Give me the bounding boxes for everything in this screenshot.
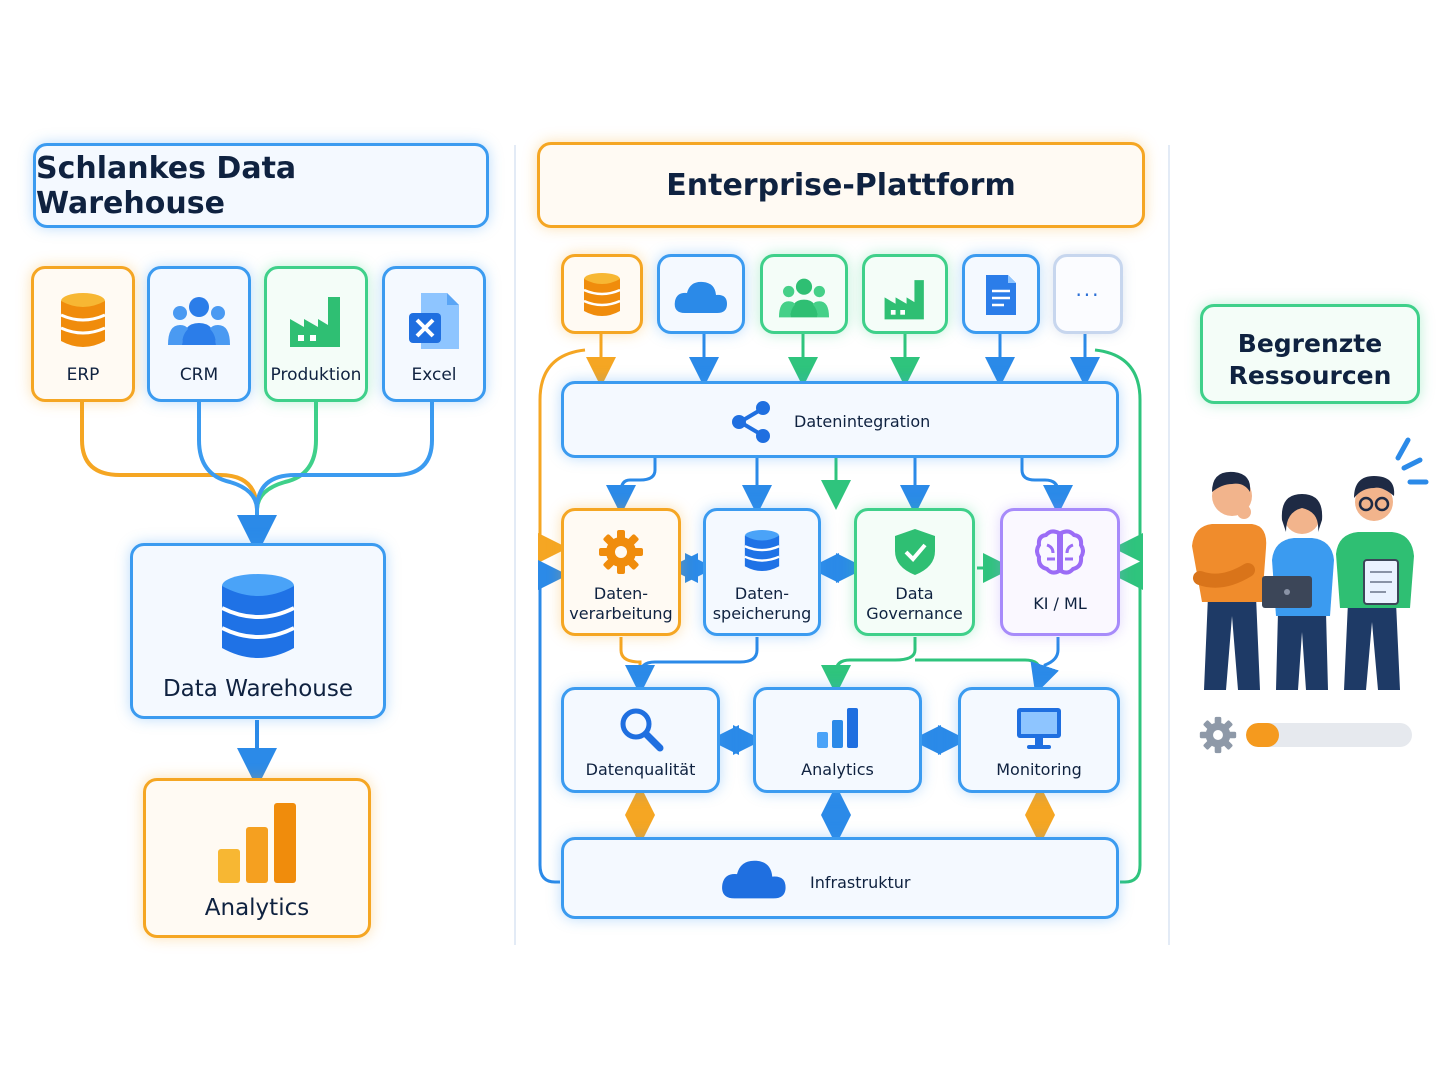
- datenverarbeitung-box[interactable]: Daten- verarbeitung: [561, 508, 681, 636]
- share-icon: [732, 401, 770, 443]
- source-erp[interactable]: ERP: [31, 266, 135, 402]
- source-document[interactable]: [962, 254, 1040, 334]
- gear-icon: [599, 530, 643, 574]
- database-icon: [744, 530, 780, 571]
- database-icon: [60, 293, 106, 347]
- ressourcen-title-2: Ressourcen: [1228, 361, 1392, 390]
- more-icon: ···: [1075, 283, 1101, 307]
- factory-icon: [290, 297, 340, 347]
- source-cloud[interactable]: [657, 254, 745, 334]
- bar-chart-icon: [816, 708, 858, 748]
- infrastruktur-label: Infrastruktur: [810, 873, 911, 892]
- monitor-icon: [1017, 708, 1061, 749]
- infrastruktur-box[interactable]: Infrastruktur: [561, 837, 1119, 919]
- gear-icon: [1199, 716, 1237, 754]
- source-crm[interactable]: CRM: [147, 266, 251, 402]
- datenqualitaet-label: Datenqualität: [585, 760, 696, 779]
- datenspeicherung-label-2: speicherung: [712, 604, 812, 623]
- lean-dwh-title-box: Schlankes Data Warehouse: [33, 143, 489, 228]
- begrenzte-ressourcen-box: Begrenzte Ressourcen: [1200, 304, 1420, 404]
- factory-icon: [884, 280, 924, 320]
- bar-chart-icon: [218, 803, 296, 883]
- person-laptop: [1262, 494, 1334, 690]
- datenintegration-label: Datenintegration: [794, 412, 931, 431]
- analytics-box-middle[interactable]: Analytics: [753, 687, 922, 793]
- team-illustration: [1192, 437, 1429, 690]
- source-erp-label: ERP: [66, 365, 100, 385]
- source-excel-label: Excel: [411, 365, 457, 385]
- users-icon: [778, 278, 830, 318]
- source-produktion[interactable]: Produktion: [264, 266, 368, 402]
- source-more[interactable]: ···: [1053, 254, 1123, 334]
- source-produktion-label: Produktion: [270, 365, 362, 385]
- enterprise-title: Enterprise-Plattform: [666, 167, 1016, 203]
- person-thinking: [1192, 471, 1267, 690]
- lean-dwh-title: Schlankes Data Warehouse: [36, 150, 297, 221]
- datenverarbeitung-label-1: Daten-: [593, 584, 649, 603]
- analytics-label-left: Analytics: [204, 895, 310, 921]
- search-icon: [620, 708, 663, 752]
- ki-ml-box[interactable]: KI / ML: [1000, 508, 1120, 636]
- data-warehouse-label: Data Warehouse: [162, 676, 354, 702]
- datenintegration-box[interactable]: Datenintegration: [561, 381, 1119, 458]
- person-clipboard: [1336, 476, 1414, 690]
- datenverarbeitung-label-2: verarbeitung: [569, 604, 673, 623]
- datenspeicherung-label-1: Daten-: [734, 584, 790, 603]
- analytics-box-left[interactable]: Analytics: [143, 778, 371, 938]
- database-icon: [221, 574, 295, 658]
- document-icon: [986, 275, 1016, 315]
- cloud-icon: [722, 860, 786, 899]
- divider-right: [1168, 145, 1170, 945]
- data-warehouse-box[interactable]: Data Warehouse: [130, 543, 386, 719]
- excel-icon: [409, 293, 459, 349]
- resource-progress-fill: [1246, 723, 1280, 747]
- ki-ml-label: KI / ML: [1033, 594, 1087, 613]
- database-icon: [583, 273, 621, 316]
- users-icon: [168, 297, 230, 345]
- resource-progress-bar: [1246, 723, 1412, 747]
- analytics-label-middle: Analytics: [801, 760, 874, 779]
- source-database[interactable]: [561, 254, 643, 334]
- monitoring-label: Monitoring: [996, 760, 1082, 779]
- source-excel[interactable]: Excel: [382, 266, 486, 402]
- data-governance-box[interactable]: Data Governance: [854, 508, 975, 636]
- cloud-icon: [674, 281, 727, 313]
- data-governance-label-2: Governance: [866, 604, 963, 623]
- datenqualitaet-box[interactable]: Datenqualität: [561, 687, 720, 793]
- enterprise-title-box: Enterprise-Plattform: [537, 142, 1145, 228]
- brain-icon: [1035, 529, 1085, 575]
- data-governance-label-1: Data: [895, 584, 934, 603]
- shield-check-icon: [894, 529, 935, 575]
- divider-left: [514, 145, 516, 945]
- source-users[interactable]: [760, 254, 848, 334]
- monitoring-box[interactable]: Monitoring: [958, 687, 1120, 793]
- datenspeicherung-box[interactable]: Daten- speicherung: [703, 508, 821, 636]
- source-crm-label: CRM: [179, 365, 219, 385]
- source-factory[interactable]: [862, 254, 948, 334]
- ressourcen-title-1: Begrenzte: [1237, 329, 1383, 358]
